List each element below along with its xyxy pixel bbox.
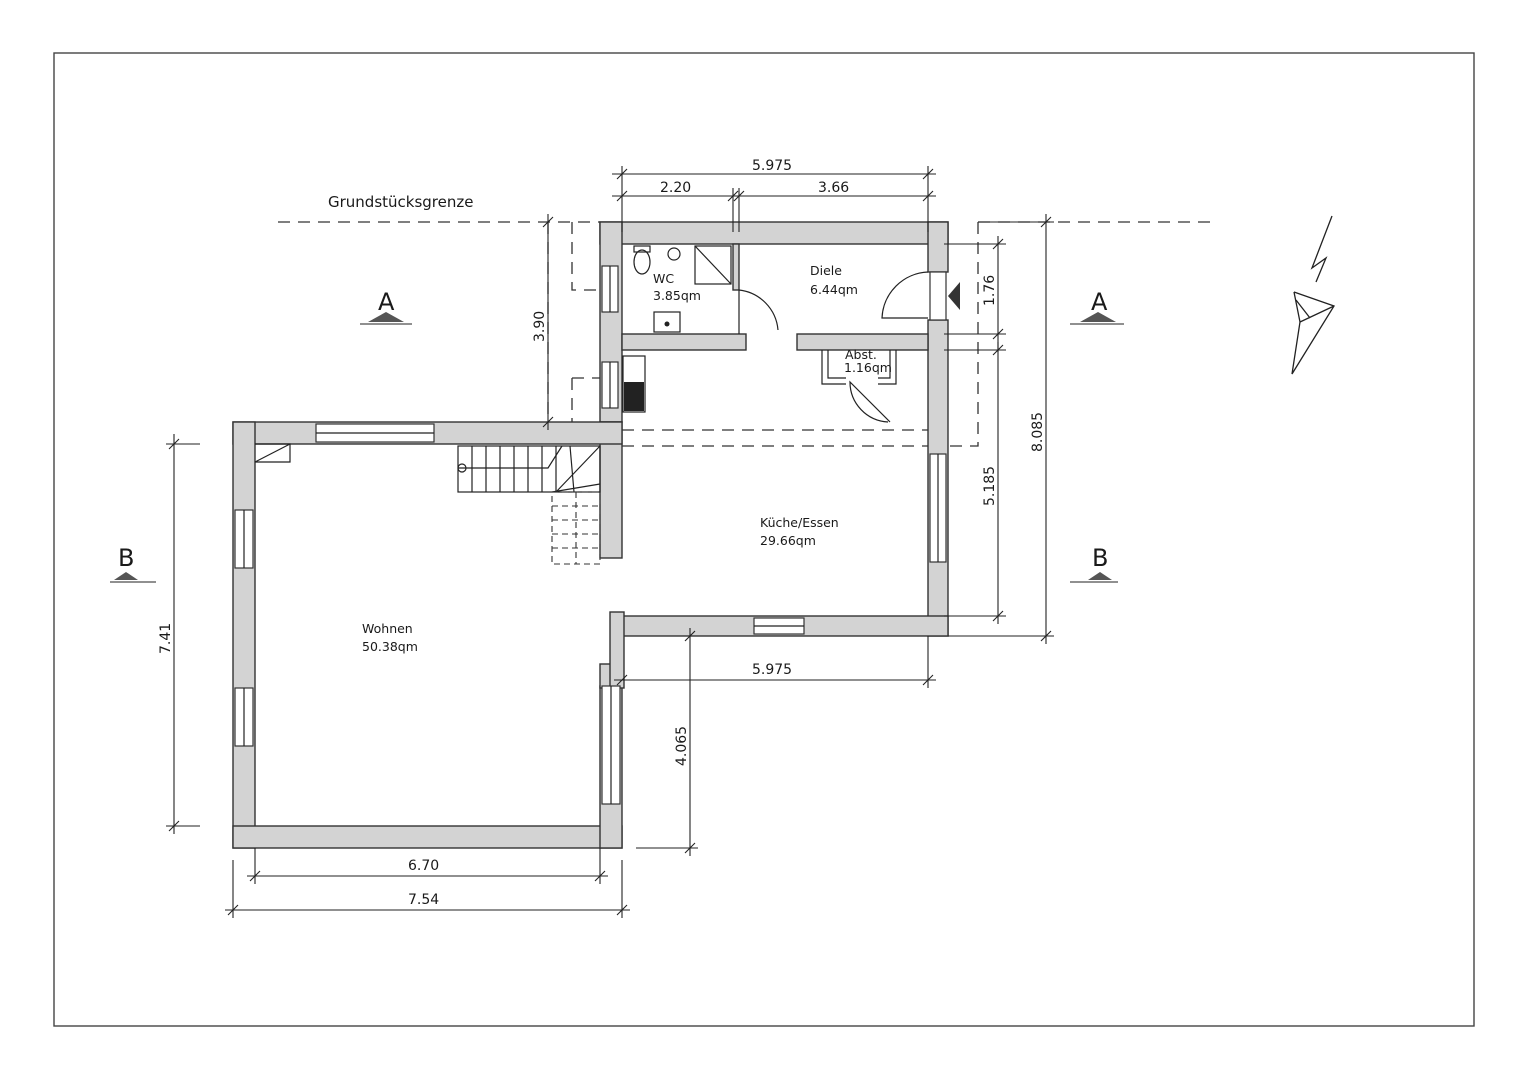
room-wc-name: WC (653, 271, 674, 286)
dim-bottom-outer: 7.54 (408, 892, 439, 908)
room-abst-area: 1.16qm (844, 360, 892, 375)
bidet-icon (667, 247, 681, 261)
section-triangle-icon (1080, 312, 1116, 322)
room-wc-area: 3.85qm (653, 288, 701, 303)
dim-bottom-inner: 6.70 (408, 858, 439, 874)
section-triangle-icon (368, 312, 404, 322)
dim-top-right: 3.66 (818, 180, 849, 196)
window-entrance (929, 271, 947, 321)
north-arrow-icon (1291, 215, 1335, 375)
door-entrance (881, 271, 929, 319)
dim-step-height: 4.065 (674, 726, 690, 766)
wc-fixtures (622, 245, 732, 413)
section-marker-a-left: A (360, 288, 412, 325)
windows (234, 265, 947, 805)
wall-upper-right (927, 221, 949, 273)
room-diele-area: 6.44qm (810, 282, 858, 297)
room-abst-name: Abst. (845, 347, 877, 362)
door-abst (849, 380, 891, 423)
svg-text:A: A (1091, 288, 1108, 316)
dim-right-small: 1.76 (982, 275, 998, 306)
wall-top (599, 221, 949, 245)
wall-wc-divider (732, 243, 740, 291)
section-triangle-icon (114, 572, 138, 580)
wall-living-left (232, 421, 256, 849)
wall-living-bottom (232, 825, 623, 849)
dim-left-upper: 3.90 (532, 311, 548, 342)
doors (738, 271, 960, 423)
svg-text:A: A (378, 288, 395, 316)
section-marker-b-right: B (1070, 544, 1118, 583)
section-triangle-icon (1088, 572, 1112, 580)
room-wohnen-name: Wohnen (362, 621, 413, 636)
boundary-label: Grundstücksgrenze (328, 193, 473, 211)
svg-text:B: B (1092, 544, 1108, 572)
wall-kitchen-step (609, 611, 625, 689)
wall-wc-partition (621, 333, 747, 351)
washbasin-icon (653, 311, 681, 333)
room-wohnen-area: 50.38qm (362, 639, 418, 654)
dim-kitchen-width: 5.975 (752, 662, 792, 678)
dim-top-left: 2.20 (660, 180, 691, 196)
section-marker-a-right: A (1070, 288, 1124, 325)
abst-closet (821, 350, 897, 385)
door-wc (738, 289, 779, 334)
staircase (457, 445, 601, 565)
svg-text:B: B (118, 544, 134, 572)
shower-icon (694, 245, 732, 285)
dim-right-mid: 5.185 (982, 466, 998, 506)
dim-top-total: 5.975 (752, 158, 792, 174)
room-kueche-name: Küche/Essen (760, 515, 839, 530)
dimension-lines (166, 166, 1054, 918)
room-diele-name: Diele (810, 263, 842, 278)
dim-right-total: 8.085 (1030, 412, 1046, 452)
room-kueche-area: 29.66qm (760, 533, 816, 548)
corner-detail (254, 443, 291, 463)
section-marker-b-left: B (110, 544, 156, 583)
wall-diele-partition (796, 333, 929, 351)
drawing-frame (53, 52, 1475, 1027)
entrance-arrow-icon (948, 282, 960, 310)
walls (232, 221, 949, 849)
dim-left-outer: 7.41 (158, 623, 174, 654)
toilet-icon (633, 249, 651, 275)
